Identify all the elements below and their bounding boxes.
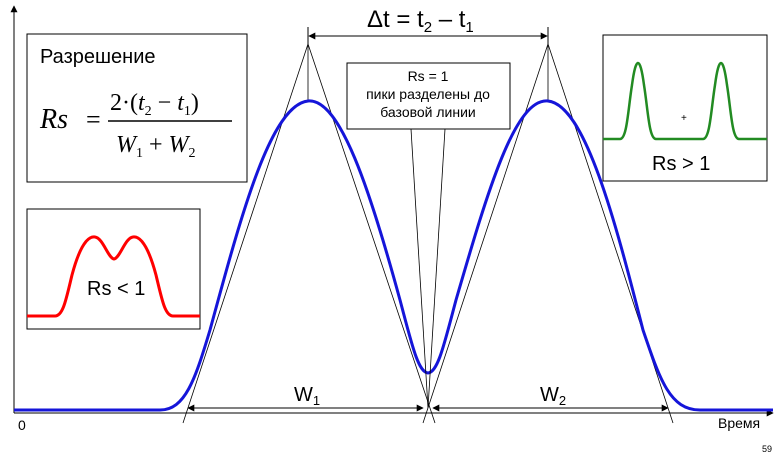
formula-equals: =: [86, 105, 101, 134]
x-axis-label: Время: [718, 415, 760, 431]
inset-high-label: Rs > 1: [652, 153, 710, 175]
inset-rs-high: + Rs > 1: [602, 34, 768, 182]
formula-denominator: W1 + W2: [116, 132, 196, 161]
center-note: Rs = 1 пики разделены до базовой линии: [346, 62, 511, 409]
center-note-line1: Rs = 1: [408, 68, 449, 84]
origin-label: 0: [18, 417, 26, 433]
inset-high-curve: [603, 61, 767, 141]
page-number: 59: [762, 444, 772, 453]
inset-low-curve: [27, 235, 200, 318]
resolution-box: Разрешение Rs = 2·(t2 − t1) W1 + W2: [26, 33, 248, 183]
delta-t-label: Δt = t2 – t1: [367, 6, 474, 36]
inset-rs-low: Rs < 1: [26, 208, 201, 330]
center-note-line2: пики разделены до: [366, 86, 490, 102]
inset-high-marker: +: [681, 113, 687, 124]
formula-numerator: 2·(t2 − t1): [110, 90, 199, 119]
w1-label: W1: [294, 384, 320, 408]
formula-lhs: Rs: [39, 104, 68, 135]
resolution-title: Разрешение: [40, 46, 156, 68]
center-note-line3: базовой линии: [380, 104, 476, 120]
w2-label: W2: [540, 384, 566, 408]
pointer-line-left: [410, 128, 429, 409]
pointer-line-right: [427, 128, 446, 409]
delta-t-dimension: [307, 27, 549, 44]
main-curve: [14, 99, 773, 412]
inset-low-label: Rs < 1: [87, 278, 145, 300]
